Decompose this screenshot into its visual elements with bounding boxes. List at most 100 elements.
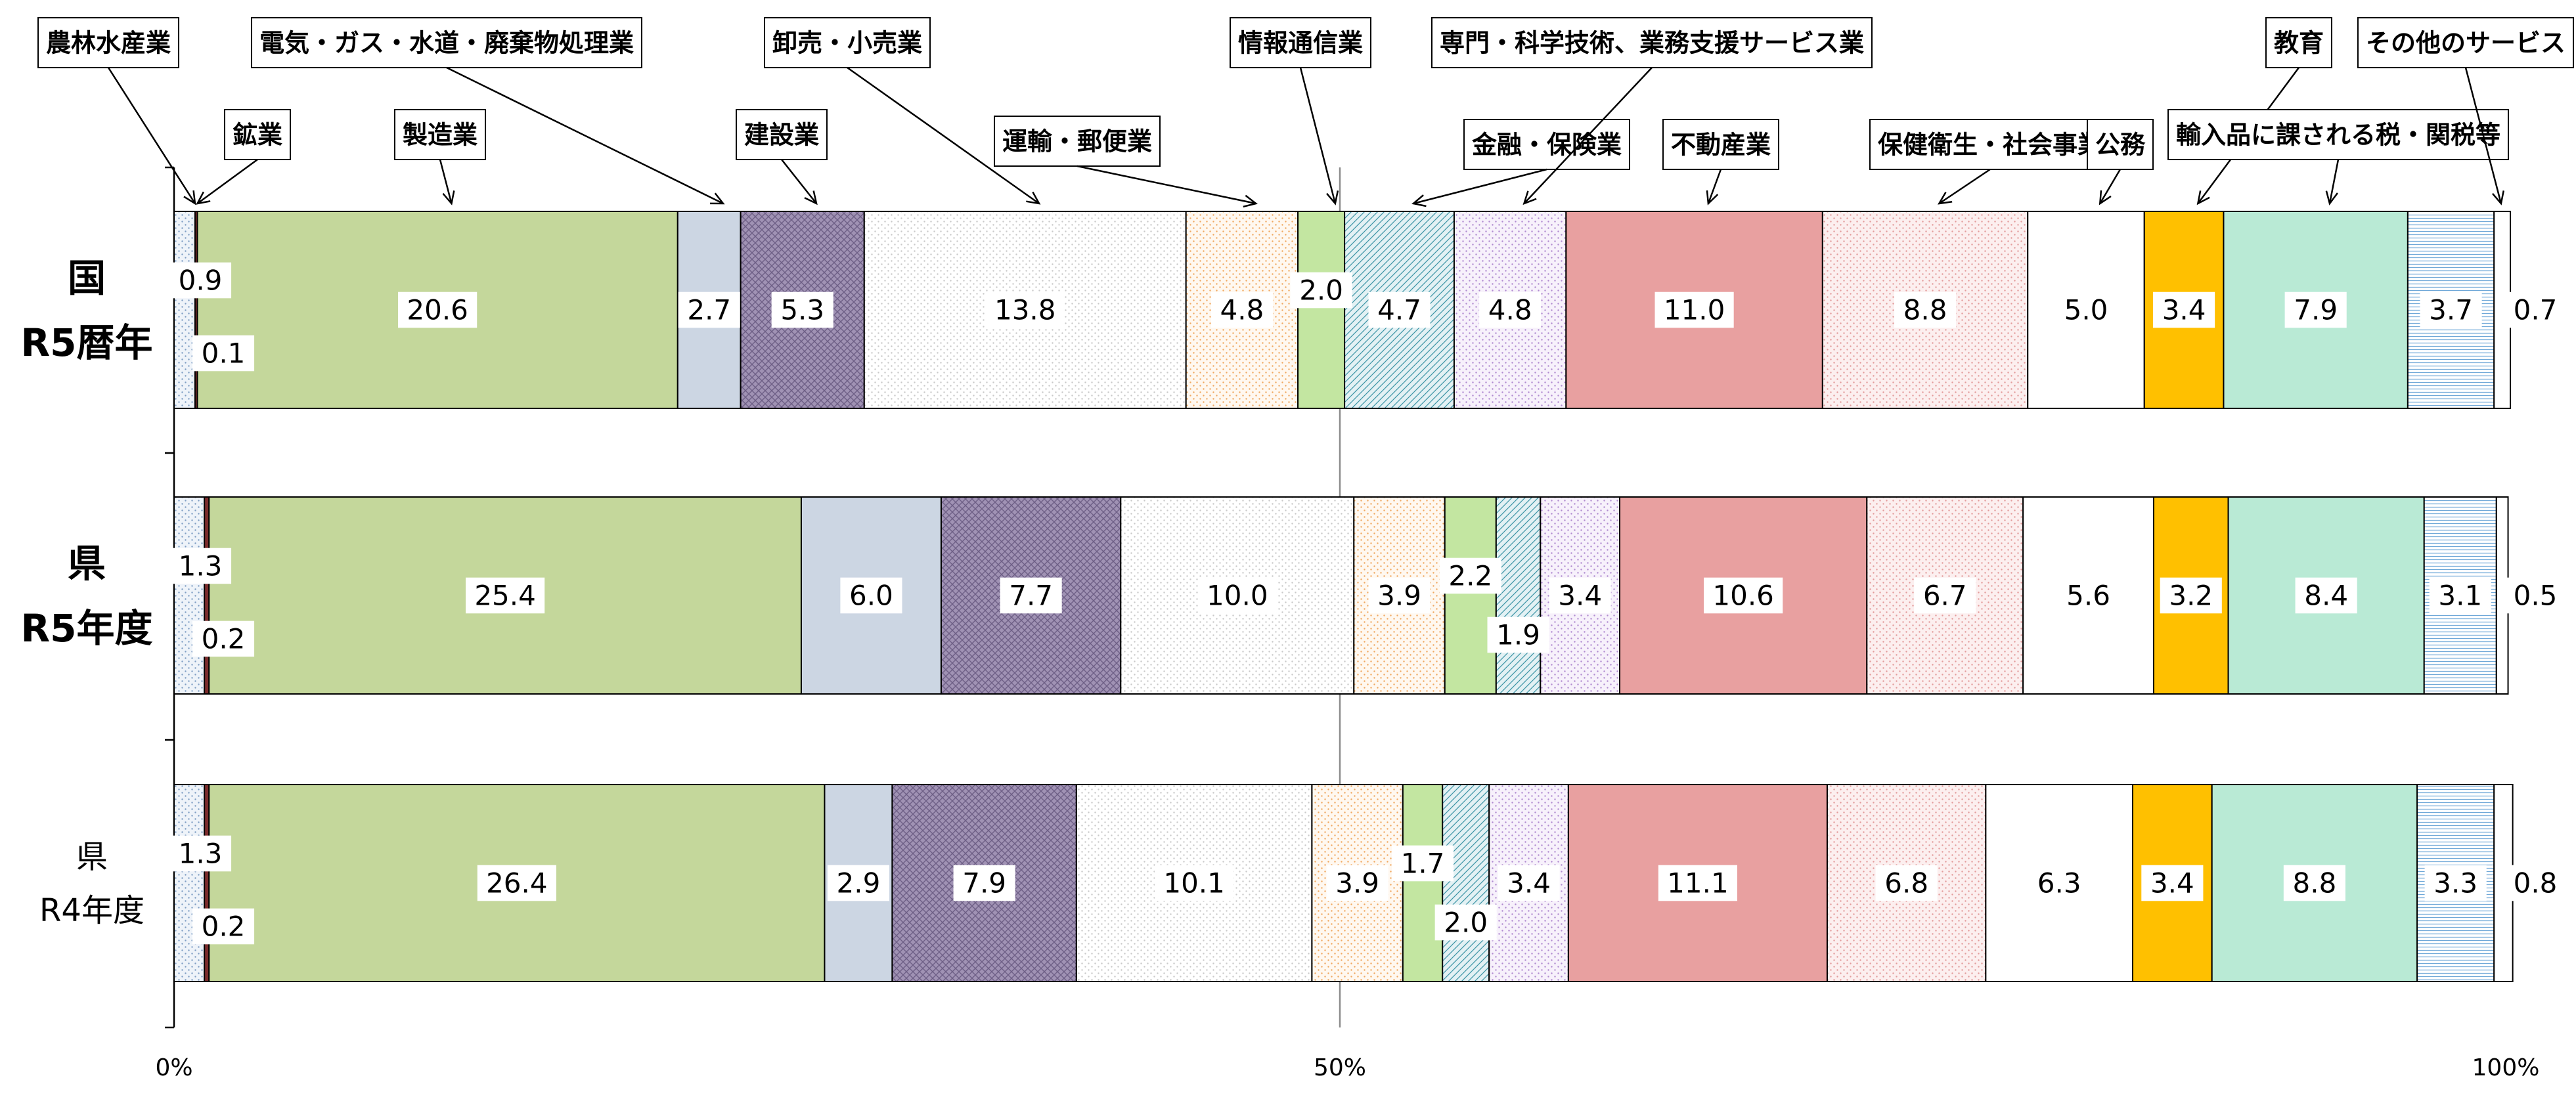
data-label: 2.9	[837, 867, 881, 899]
data-label: 2.7	[687, 294, 731, 326]
callout-arrow	[1523, 67, 1653, 204]
data-label: 7.9	[2294, 294, 2338, 326]
x-tick-label: 100%	[2472, 1054, 2540, 1081]
callout-arrow	[1413, 168, 1547, 205]
data-label: 10.1	[1163, 867, 1225, 899]
data-label-bg	[2424, 865, 2487, 901]
data-label-bg	[2283, 865, 2345, 901]
data-label-bg	[1326, 865, 1388, 901]
bar-segment	[204, 496, 210, 695]
callout-arrowhead	[1937, 192, 1953, 205]
callout-label: 電気・ガス・水道・廃棄物処理業	[259, 28, 634, 57]
data-label-bg	[953, 865, 1015, 901]
data-label-bg	[2153, 291, 2215, 328]
bar-segment	[173, 496, 206, 695]
callout-arrowhead	[1326, 190, 1339, 205]
callout-label: 農林水産業	[46, 28, 171, 57]
callout-arrowhead	[183, 190, 196, 205]
callout-box	[764, 17, 931, 68]
data-label: 8.4	[2304, 580, 2348, 612]
row-label: 県	[76, 838, 108, 875]
data-label: 13.8	[994, 294, 1056, 326]
data-label: 5.0	[2064, 294, 2108, 326]
data-label: 2.0	[1444, 907, 1488, 939]
data-label-bg	[1658, 865, 1738, 901]
callout-arrowhead	[1411, 194, 1427, 207]
data-label: 3.7	[2429, 294, 2473, 326]
data-label: 2.2	[1448, 560, 1492, 592]
data-label-bg	[1439, 557, 1501, 594]
data-label-bg	[1000, 577, 1062, 614]
data-label: 4.8	[1220, 294, 1264, 326]
data-label-bg	[192, 335, 255, 372]
bar-segment	[1442, 784, 1490, 982]
data-label-bg	[1197, 577, 1277, 614]
data-label-bg	[1498, 865, 1560, 901]
bar-segment	[173, 211, 196, 409]
callout-label: 情報通信業	[1238, 28, 1363, 57]
data-label: 8.8	[1903, 294, 1947, 326]
data-label: 0.8	[2514, 867, 2558, 899]
data-label: 1.7	[1401, 848, 1445, 880]
data-label-bg	[2160, 577, 2222, 614]
callout-box	[394, 109, 486, 160]
data-label: 25.4	[474, 580, 536, 612]
callout-arrowhead	[442, 190, 455, 205]
data-label: 20.6	[407, 294, 468, 326]
data-label-bg	[1914, 577, 1976, 614]
callout-arrow	[2464, 67, 2502, 204]
callout-arrowhead	[1706, 190, 1719, 205]
bar-segment	[204, 784, 210, 982]
data-label-bg	[2284, 291, 2347, 328]
data-label-bg	[1487, 616, 1549, 653]
bar-segment	[863, 211, 1187, 409]
data-label: 0.2	[202, 911, 246, 943]
data-label: 3.2	[2169, 580, 2213, 612]
callout-box	[1463, 119, 1630, 170]
callout-arrow	[196, 158, 258, 205]
callout-arrowhead	[2099, 190, 2112, 205]
data-label: 0.1	[202, 337, 246, 370]
data-label: 6.8	[1884, 867, 1928, 899]
data-label: 0.5	[2514, 580, 2558, 612]
callout-label: 運輸・郵便業	[1002, 127, 1152, 156]
data-label-bg	[1368, 577, 1431, 614]
data-label-bg	[169, 548, 232, 584]
callout-label: 専門・科学技術、業務支援サービス業	[1440, 28, 1864, 57]
callout-label: その他のサービス	[2366, 28, 2565, 57]
data-label: 3.9	[1377, 580, 1421, 612]
callout-box	[1431, 17, 1873, 68]
callout-label: 製造業	[403, 120, 477, 149]
row-label: R4年度	[39, 892, 144, 929]
data-label: 2.0	[1299, 274, 1343, 307]
data-label: 0.9	[179, 265, 223, 297]
callout-arrow	[1299, 67, 1337, 204]
data-label-bg	[1391, 845, 1454, 882]
data-label-bg	[1704, 577, 1783, 614]
callout-arrow	[1938, 168, 1991, 205]
data-label-bg	[1654, 291, 1734, 328]
data-label: 3.4	[2150, 867, 2194, 899]
callout-box	[2265, 17, 2332, 68]
callout-label: 建設業	[744, 120, 819, 149]
data-label: 3.1	[2438, 580, 2482, 612]
callout-arrow	[847, 66, 1040, 205]
callout-arrow	[439, 159, 453, 204]
data-label: 6.3	[2037, 867, 2081, 899]
data-label-bg	[2141, 865, 2204, 901]
callout-box	[224, 109, 291, 160]
row-label: R5暦年	[20, 320, 152, 365]
callout-label: 教育	[2274, 28, 2324, 57]
callout-arrow	[1707, 169, 1722, 204]
callout-label: 鉱業	[233, 120, 282, 149]
callout-arrow	[107, 67, 196, 204]
data-label-bg	[1875, 865, 1938, 901]
bar-segment	[1402, 784, 1444, 982]
row-label: R5年度	[20, 606, 152, 651]
x-tick-label: 0%	[155, 1054, 192, 1081]
callout-arrowhead	[2491, 190, 2505, 205]
bar-segment	[1444, 496, 1497, 695]
data-label: 5.6	[2066, 580, 2110, 612]
callout-arrow	[2328, 159, 2340, 204]
data-label-bg	[192, 620, 255, 657]
